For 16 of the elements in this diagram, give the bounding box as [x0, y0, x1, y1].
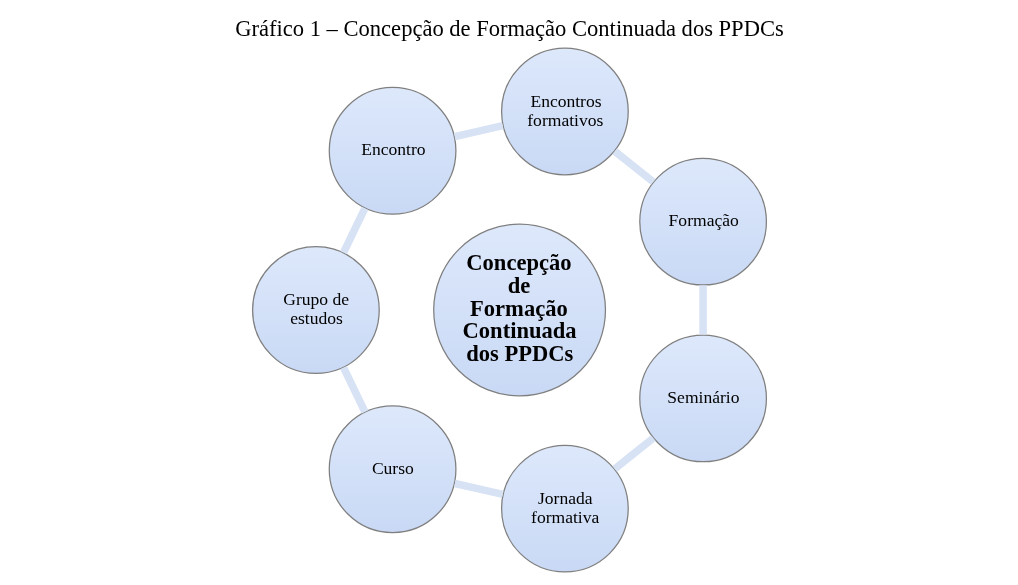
diagram-title: Gráfico 1 – Concepção de Formação Continuada dos PPDCs	[234, 16, 784, 42]
node-circle: Jornada formativa	[500, 444, 629, 573]
node-circle: Seminário	[638, 334, 767, 463]
node-circle: Concepção de Formação Continuada dos PPDCs	[432, 223, 606, 397]
connector	[611, 148, 656, 185]
connector	[339, 206, 368, 255]
node-circle: Encontro	[328, 86, 457, 215]
node-circle: Curso	[328, 405, 457, 534]
connector	[698, 285, 707, 335]
node-circle: Grupo de estudos	[251, 246, 380, 374]
node-circle: Formação	[638, 157, 767, 286]
node-circle: Encontros formativos	[500, 47, 629, 176]
connector	[611, 435, 656, 472]
connector	[453, 122, 504, 141]
connector	[339, 365, 368, 414]
connector	[453, 479, 504, 499]
